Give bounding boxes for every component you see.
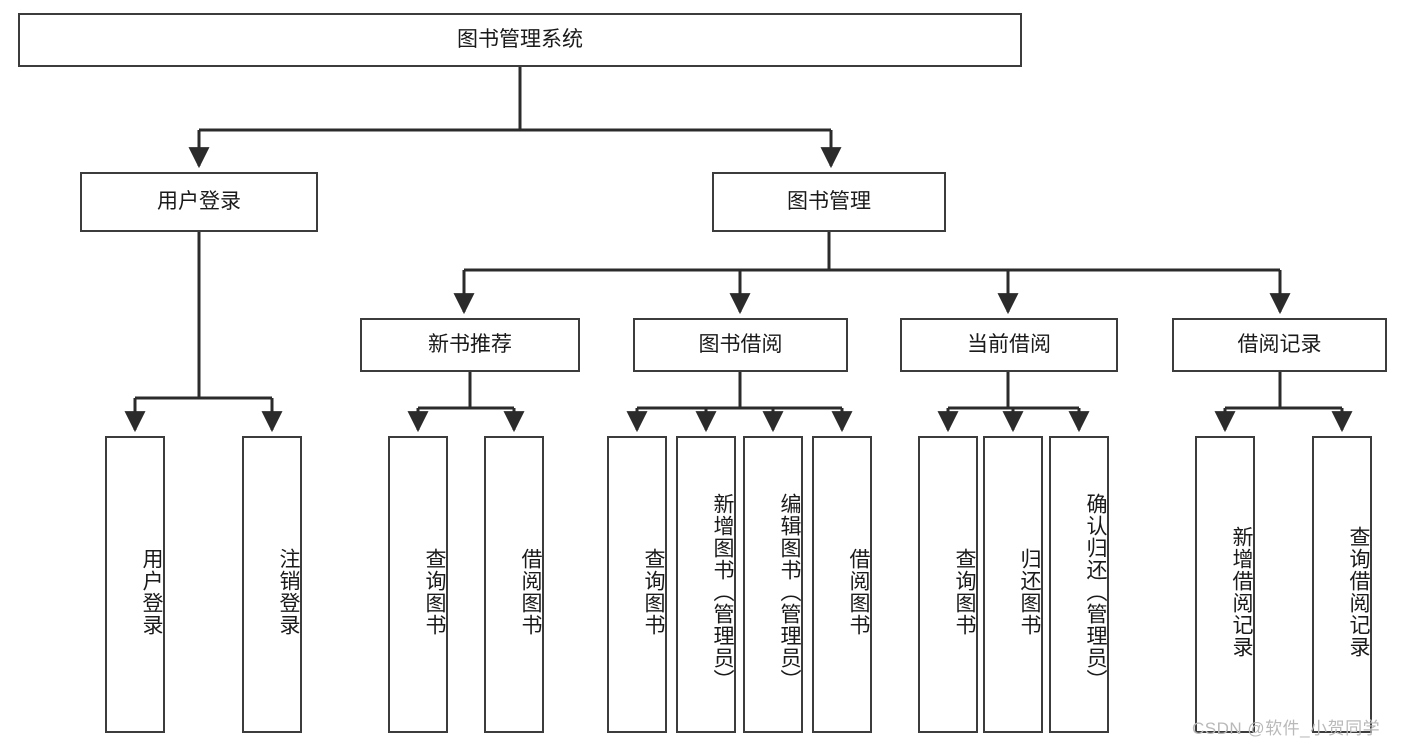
node-user-login[interactable]: 用户登录 xyxy=(80,172,318,232)
node-label: 借阅记录 xyxy=(1237,332,1322,356)
node-new-book-recommend[interactable]: 新书推荐 xyxy=(360,318,580,372)
leaf-query-borrow-record[interactable]: 查询借阅记录 xyxy=(1312,436,1372,733)
node-label: 图书借阅 xyxy=(698,332,783,356)
csdn-watermark: CSDN @软件_小贺同学 xyxy=(1192,719,1381,738)
node-root-system[interactable]: 图书管理系统 xyxy=(18,13,1022,67)
node-label: 新书推荐 xyxy=(428,332,512,356)
node-label: 当前借阅 xyxy=(967,332,1051,356)
leaf-borrow-book-1[interactable]: 借阅图书 xyxy=(484,436,544,733)
node-label: 新增借阅记录 xyxy=(1230,525,1253,658)
leaf-query-book-3[interactable]: 查询图书 xyxy=(918,436,978,733)
node-label: 用户登录 xyxy=(157,189,241,213)
node-label: 编辑图书（管理员） xyxy=(778,492,801,691)
node-label: 查询借阅记录 xyxy=(1347,525,1370,658)
node-label: 借阅图书 xyxy=(519,547,542,636)
node-label: 确认归还（管理员） xyxy=(1084,492,1107,691)
leaf-return-book[interactable]: 归还图书 xyxy=(983,436,1043,733)
leaf-add-borrow-record[interactable]: 新增借阅记录 xyxy=(1195,436,1255,733)
leaf-borrow-book-2[interactable]: 借阅图书 xyxy=(812,436,872,733)
node-label: 注销登录 xyxy=(277,547,300,636)
leaf-confirm-return-admin[interactable]: 确认归还（管理员） xyxy=(1049,436,1109,733)
leaf-logout[interactable]: 注销登录 xyxy=(242,436,302,733)
node-label: 查询图书 xyxy=(642,547,665,636)
leaf-add-book-admin[interactable]: 新增图书（管理员） xyxy=(676,436,736,733)
node-label: 图书管理 xyxy=(787,189,871,213)
node-book-borrow[interactable]: 图书借阅 xyxy=(633,318,848,372)
leaf-query-book-1[interactable]: 查询图书 xyxy=(388,436,448,733)
leaf-user-login[interactable]: 用户登录 xyxy=(105,436,165,733)
node-label: 查询图书 xyxy=(953,547,976,636)
node-borrow-record[interactable]: 借阅记录 xyxy=(1172,318,1387,372)
node-label: 用户登录 xyxy=(140,547,163,636)
node-label: 查询图书 xyxy=(423,547,446,636)
node-book-manage[interactable]: 图书管理 xyxy=(712,172,946,232)
node-label: 图书管理系统 xyxy=(457,27,583,51)
node-label: 新增图书（管理员） xyxy=(711,492,734,691)
node-label: 归还图书 xyxy=(1018,547,1041,636)
leaf-edit-book-admin[interactable]: 编辑图书（管理员） xyxy=(743,436,803,733)
node-current-borrow[interactable]: 当前借阅 xyxy=(900,318,1118,372)
node-label: 借阅图书 xyxy=(847,547,870,636)
leaf-query-book-2[interactable]: 查询图书 xyxy=(607,436,667,733)
